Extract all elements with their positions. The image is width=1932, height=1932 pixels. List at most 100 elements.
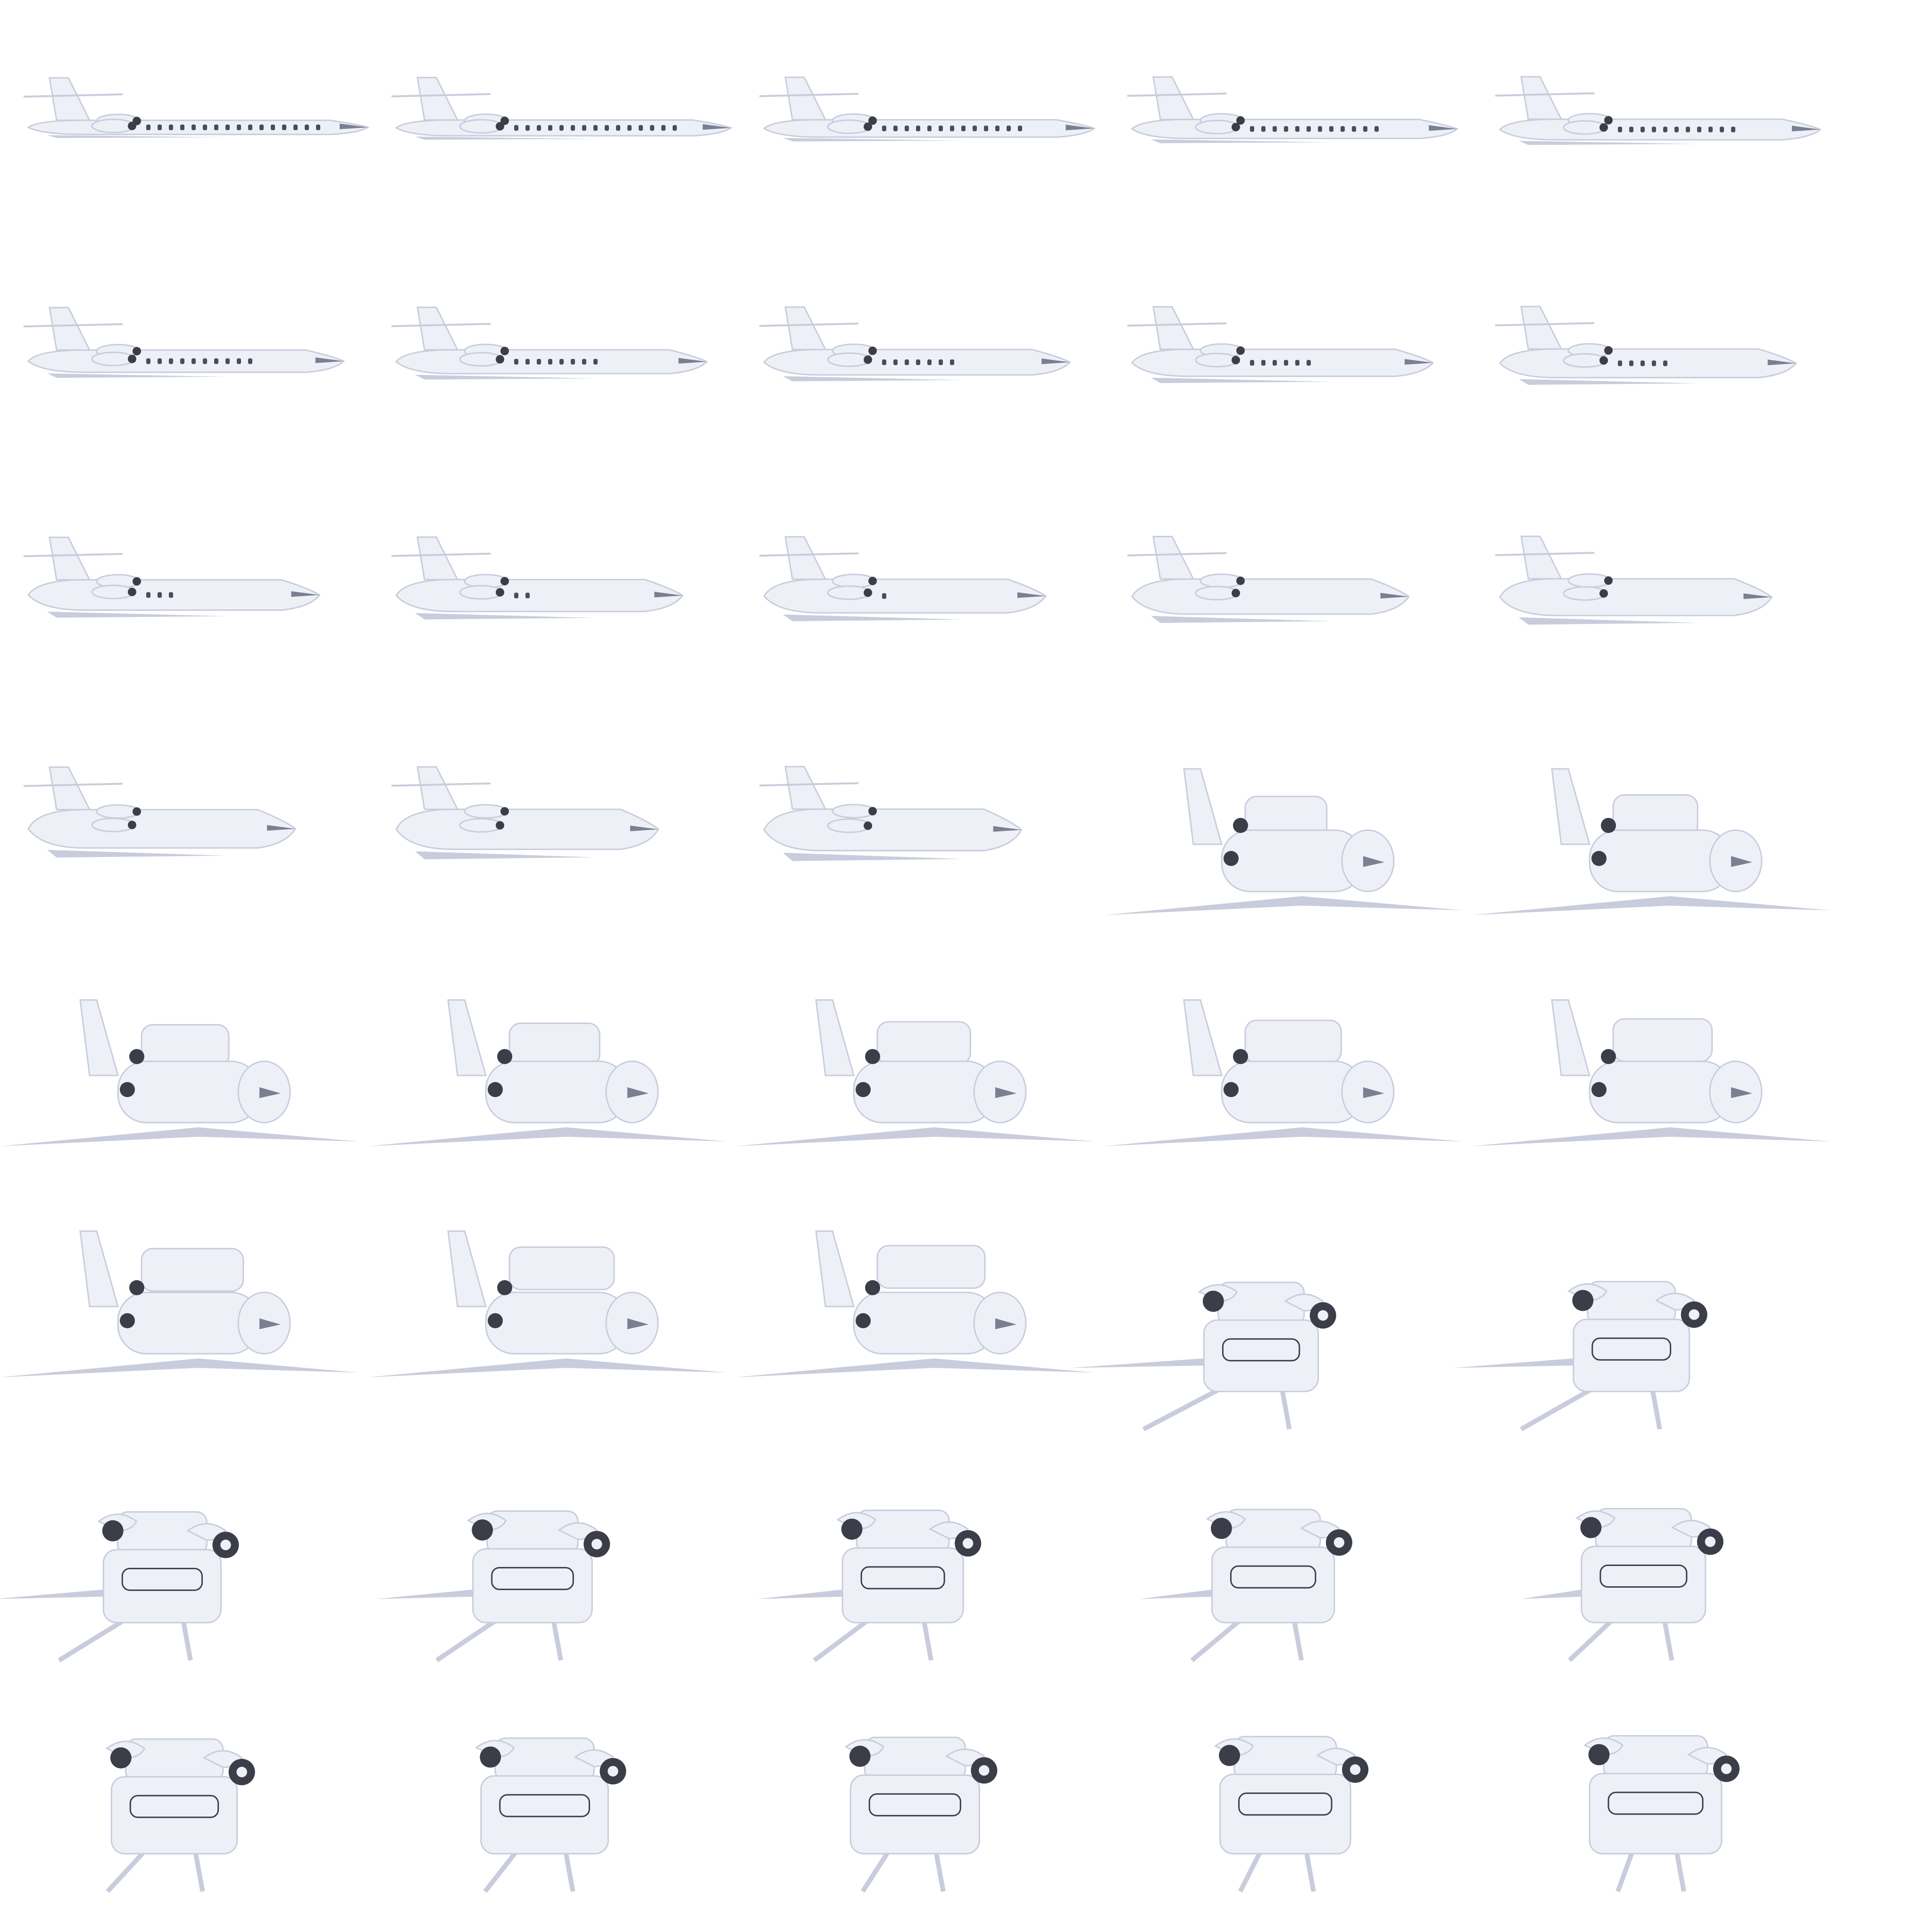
window-shape — [1341, 126, 1345, 132]
engine-intake-shape — [868, 576, 877, 585]
tail-fin-shape — [815, 1230, 855, 1307]
object-shape-group — [1214, 1736, 1369, 1893]
wing-shape — [1519, 379, 1698, 385]
tail-fin-shape — [49, 77, 91, 121]
chair-backrest-shape — [1612, 1018, 1713, 1062]
engine-intake-shape — [500, 807, 509, 816]
nose-shape — [259, 1318, 281, 1329]
wing-shape — [368, 1127, 726, 1146]
turbine-hub-shape — [608, 1765, 618, 1777]
window-shape — [237, 358, 241, 364]
window-shape — [1284, 126, 1288, 132]
window-shape — [1629, 360, 1633, 366]
window-shape — [639, 125, 643, 131]
engine-intake-shape — [1232, 123, 1240, 132]
tail-fin-shape — [416, 536, 459, 581]
chair-backrest-shape — [508, 1246, 615, 1291]
window-shape — [192, 358, 196, 364]
nose-shape — [1363, 1087, 1384, 1098]
morph-frame-drawing — [1104, 999, 1462, 1146]
object-shape-group — [1495, 76, 1822, 145]
object-shape-group — [1472, 999, 1830, 1146]
morph-frame-drawing — [0, 1230, 358, 1377]
engine-intake-shape — [856, 1082, 871, 1097]
window-shape — [158, 358, 162, 364]
chair-cushion-shape — [121, 1567, 203, 1591]
chair-cushion-shape — [860, 1566, 945, 1590]
morph-frame-drawing — [1521, 1508, 1724, 1662]
fuselage-shape — [1499, 118, 1822, 141]
wing-shape — [415, 136, 594, 140]
window-shape — [905, 359, 909, 365]
chair-seat-shape — [102, 1549, 222, 1624]
window-shape — [593, 358, 598, 365]
wing-shape — [736, 1358, 1094, 1377]
engine-intake-shape — [120, 1082, 135, 1097]
morph-frame-drawing — [1127, 536, 1410, 623]
turbine-shape — [1211, 1517, 1232, 1539]
object-shape-group — [1452, 1281, 1707, 1432]
window-shape — [259, 125, 264, 130]
window-shape — [203, 358, 207, 364]
window-shape — [939, 125, 943, 132]
wing-shape — [415, 375, 594, 380]
object-shape-group — [1127, 536, 1410, 623]
object-shape-group — [1139, 1508, 1352, 1662]
wing-shape — [1104, 1127, 1462, 1146]
window-shape — [593, 125, 598, 131]
window-shape — [1641, 360, 1645, 366]
engine-intake-shape — [133, 347, 141, 356]
window-shape — [248, 125, 252, 130]
morph-frame-drawing — [475, 1737, 626, 1893]
nose-shape — [1743, 593, 1772, 599]
engine-intake-shape — [1236, 116, 1245, 125]
engine-intake-shape — [865, 1280, 880, 1295]
window-shape — [627, 125, 632, 131]
nose-shape — [627, 1318, 649, 1329]
wing-shape — [0, 1590, 104, 1599]
object-shape-group — [475, 1737, 626, 1893]
stabilizer-shape — [391, 552, 491, 557]
window-shape — [1018, 125, 1022, 132]
chair-seat-shape — [1573, 1318, 1690, 1392]
stabilizer-shape — [1495, 552, 1595, 557]
wing-shape — [376, 1590, 473, 1599]
object-shape-group — [391, 766, 659, 859]
fuselage-shape — [1131, 578, 1410, 615]
morph-frame-drawing — [1104, 768, 1462, 915]
object-shape-group — [391, 307, 708, 380]
engine-intake-shape — [496, 821, 504, 830]
stabilizer-shape — [23, 93, 123, 98]
nose-shape — [995, 1318, 1016, 1329]
window-shape — [973, 125, 977, 132]
tail-fin-shape — [49, 307, 91, 351]
window-shape — [158, 125, 162, 130]
window-shape — [1697, 126, 1701, 133]
morph-frame-drawing — [391, 76, 733, 140]
morph-frame-drawing — [23, 77, 370, 138]
nose-shape — [1429, 125, 1457, 131]
window-shape — [214, 125, 218, 130]
object-shape-group — [23, 77, 370, 138]
morph-frame-drawing — [759, 76, 1096, 142]
object-shape-group — [0, 1230, 358, 1377]
turbine-shape — [1219, 1745, 1240, 1766]
turbine-shape — [1202, 1291, 1224, 1312]
engine-intake-shape — [1599, 589, 1608, 598]
engine-intake-shape — [1601, 818, 1616, 833]
window-shape — [1261, 360, 1266, 366]
window-shape — [525, 358, 530, 365]
stabilizer-shape — [391, 93, 491, 98]
wing-shape — [783, 376, 962, 382]
wing-shape — [1071, 1358, 1204, 1368]
window-shape — [1652, 360, 1656, 366]
engine-intake-shape — [864, 355, 872, 364]
window-shape — [305, 125, 309, 130]
morph-frame-drawing — [23, 536, 321, 618]
morph-frame-drawing — [1452, 1281, 1707, 1432]
window-shape — [927, 125, 932, 132]
chair-cushion-shape — [129, 1795, 219, 1818]
chair-cushion-shape — [1238, 1792, 1332, 1816]
tail-fin-shape — [79, 999, 119, 1076]
wing-shape — [1151, 616, 1330, 623]
